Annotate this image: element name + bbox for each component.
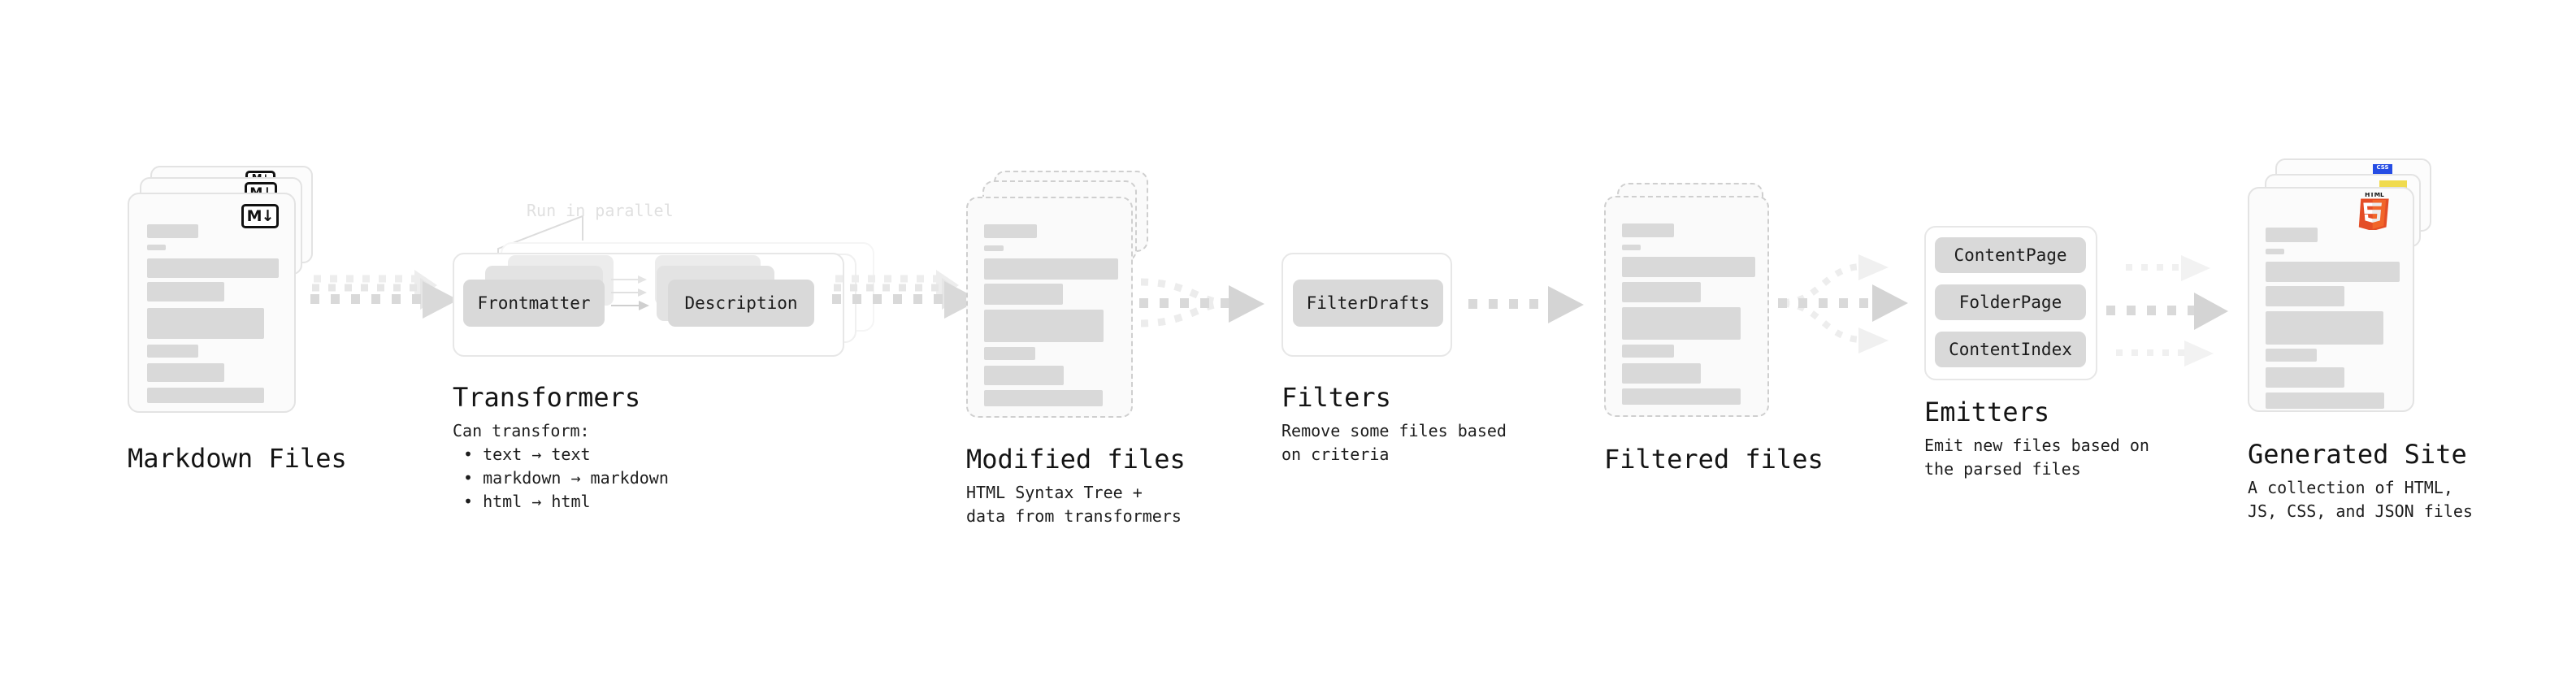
transformer-inner-arrows bbox=[611, 275, 649, 310]
content-bar bbox=[984, 258, 1118, 280]
content-bar bbox=[984, 310, 1104, 342]
generated-site-caption: A collection of HTML, JS, CSS, and JSON … bbox=[2248, 478, 2473, 521]
markdown-file-sheet-front[interactable] bbox=[128, 193, 296, 413]
content-bar bbox=[984, 224, 1037, 238]
modified-files-title: Modified files bbox=[966, 444, 1186, 475]
content-bar bbox=[147, 224, 198, 238]
modified-file-sheet-front[interactable] bbox=[966, 197, 1133, 418]
content-bar bbox=[147, 345, 198, 358]
content-bar bbox=[984, 390, 1103, 406]
emitters-title: Emitters bbox=[1924, 397, 2050, 427]
content-bar bbox=[984, 347, 1035, 360]
content-bar bbox=[1622, 223, 1674, 237]
content-bar bbox=[1622, 245, 1641, 250]
generated-site-title: Generated Site bbox=[2248, 439, 2467, 470]
emitter-pill-folderpage[interactable]: FolderPage bbox=[1935, 284, 2086, 320]
transformer-pill-frontmatter[interactable]: Frontmatter bbox=[463, 280, 605, 327]
content-bar bbox=[1622, 363, 1701, 384]
emitters-caption: Emit new files based on the parsed files bbox=[1924, 436, 2149, 479]
markdown-badge: M↓ bbox=[241, 204, 279, 228]
transformers-caption: Can transform: bbox=[453, 421, 590, 440]
arrow-filtered-to-emitters bbox=[1778, 254, 1908, 354]
content-bar bbox=[147, 282, 224, 301]
site-file-sheet-front[interactable] bbox=[2248, 187, 2414, 412]
transformer-pill-description[interactable]: Description bbox=[668, 280, 814, 327]
modified-files-caption: HTML Syntax Tree + data from transformer… bbox=[966, 483, 1182, 526]
content-bar bbox=[1622, 257, 1755, 277]
filtered-file-sheet-front[interactable] bbox=[1604, 196, 1769, 417]
content-bar bbox=[147, 308, 264, 339]
svg-text:HTML: HTML bbox=[2365, 193, 2384, 198]
content-bar bbox=[984, 245, 1004, 251]
arrow-filters-to-filtered bbox=[1468, 286, 1584, 323]
emitter-pill-contentindex[interactable]: ContentIndex bbox=[1935, 332, 2086, 367]
arrow-markdown-to-transformers bbox=[310, 270, 458, 319]
content-bar bbox=[1622, 307, 1741, 340]
transformers-bullets: • text → text • markdown → markdown • ht… bbox=[463, 445, 669, 511]
markdown-files-title: Markdown Files bbox=[128, 443, 347, 474]
content-bar bbox=[1622, 388, 1741, 405]
arrow-emitters-to-site bbox=[2106, 255, 2228, 367]
arrow-transformers-to-modified bbox=[832, 270, 980, 319]
transformers-title: Transformers bbox=[453, 382, 641, 413]
emitter-pill-contentpage[interactable]: ContentPage bbox=[1935, 237, 2086, 273]
content-bar bbox=[984, 366, 1064, 385]
run-in-parallel-label: Run in parallel bbox=[527, 201, 674, 220]
content-bar bbox=[2266, 349, 2317, 362]
content-bar bbox=[2266, 228, 2318, 242]
content-bar bbox=[2266, 367, 2344, 388]
content-bar bbox=[2266, 249, 2284, 254]
content-bar bbox=[2266, 286, 2344, 306]
content-bar bbox=[1622, 282, 1701, 302]
html5-icon: HTML bbox=[2358, 193, 2389, 230]
content-bar bbox=[147, 245, 166, 250]
content-bar bbox=[147, 363, 224, 382]
content-bar bbox=[2266, 393, 2384, 409]
filters-title: Filters bbox=[1281, 382, 1391, 413]
content-bar bbox=[984, 284, 1063, 305]
content-bar bbox=[2266, 311, 2383, 345]
content-bar bbox=[1622, 345, 1674, 358]
css-badge: CSS bbox=[2373, 164, 2392, 176]
filter-pill-filterdrafts[interactable]: FilterDrafts bbox=[1293, 280, 1443, 327]
content-bar bbox=[147, 388, 264, 403]
content-bar bbox=[2266, 262, 2400, 282]
filters-caption: Remove some files based on criteria bbox=[1281, 421, 1507, 464]
filtered-files-title: Filtered files bbox=[1604, 444, 1824, 475]
content-bar bbox=[147, 258, 279, 278]
arrow-modified-to-filters bbox=[1139, 278, 1264, 327]
